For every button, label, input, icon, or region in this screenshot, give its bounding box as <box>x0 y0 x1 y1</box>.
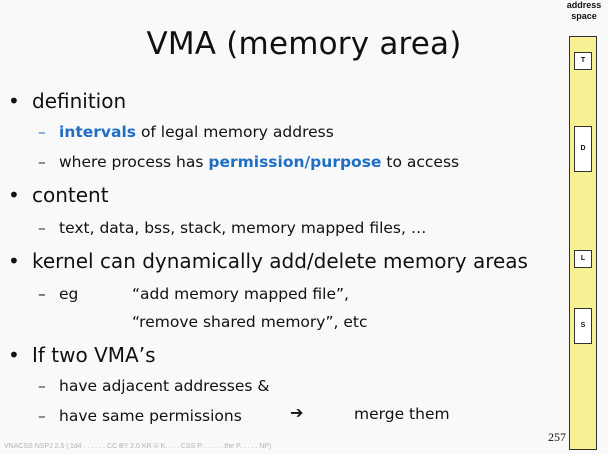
content-sub: –text, data, bss, stack, memory mapped f… <box>38 219 426 237</box>
bullet-two-vma-label: If two VMA’s <box>32 343 156 367</box>
merge-text: merge them <box>354 405 450 423</box>
slide-title: VMA (memory area) <box>146 26 462 62</box>
bullet-definition-label: definition <box>32 89 127 113</box>
dash-glyph: – <box>38 407 46 425</box>
definition-sub-intervals: –intervals of legal memory address <box>38 123 334 141</box>
bullet-content: • content <box>8 183 109 207</box>
dash-glyph: – <box>38 123 46 141</box>
intervals-rest: of legal memory address <box>136 123 334 141</box>
page-number: 257 <box>548 430 566 444</box>
bullet-definition: • definition <box>8 89 126 113</box>
dash-glyph: – <box>38 153 46 171</box>
dash-glyph: – <box>38 285 46 303</box>
right-arrow-icon: ➔ <box>290 403 304 422</box>
address-space-label-line2: space <box>571 11 597 21</box>
permission-rest: to access <box>381 153 460 171</box>
address-space-label: address space <box>560 0 608 22</box>
eg-label-text: eg <box>59 285 79 303</box>
bullet-kernel: • kernel can dynamically add/delete memor… <box>8 249 528 273</box>
eg-text-1: “add memory mapped file”, <box>132 285 349 303</box>
footer-license: VNACSS NSPJ 2.5 | 1d4 . . . . . . CC BY … <box>4 443 272 450</box>
segment-data: D <box>574 126 592 172</box>
eg-label: –eg <box>38 285 78 303</box>
definition-sub-permission: –where process has permission/purpose to… <box>38 153 459 171</box>
bullet-glyph: • <box>8 183 20 207</box>
segment-stack: S <box>574 308 592 344</box>
bullet-glyph: • <box>8 343 20 367</box>
two-vma-sub-permissions: –have same permissions <box>38 407 242 425</box>
two-vma-sub-adjacent: –have adjacent addresses & <box>38 377 270 395</box>
address-space-bar <box>569 36 597 450</box>
bullet-glyph: • <box>8 249 20 273</box>
bullet-kernel-label: kernel can dynamically add/delete memory… <box>32 249 528 273</box>
dash-glyph: – <box>38 377 46 395</box>
permission-pre: where process has <box>59 153 209 171</box>
dash-glyph: – <box>38 219 46 237</box>
segment-text: T <box>574 52 592 70</box>
address-space-label-line1: address <box>566 0 602 10</box>
bullet-content-label: content <box>32 183 109 207</box>
segment-library: L <box>574 250 592 268</box>
adjacent-text: have adjacent addresses & <box>59 377 270 395</box>
permission-highlight: permission/purpose <box>208 153 382 171</box>
bullet-two-vma: • If two VMA’s <box>8 343 156 367</box>
bullet-glyph: • <box>8 89 20 113</box>
intervals-highlight: intervals <box>59 123 137 141</box>
permissions-text: have same permissions <box>59 407 242 425</box>
content-sub-text: text, data, bss, stack, memory mapped fi… <box>59 219 427 237</box>
eg-text-2: “remove shared memory”, etc <box>132 313 368 331</box>
